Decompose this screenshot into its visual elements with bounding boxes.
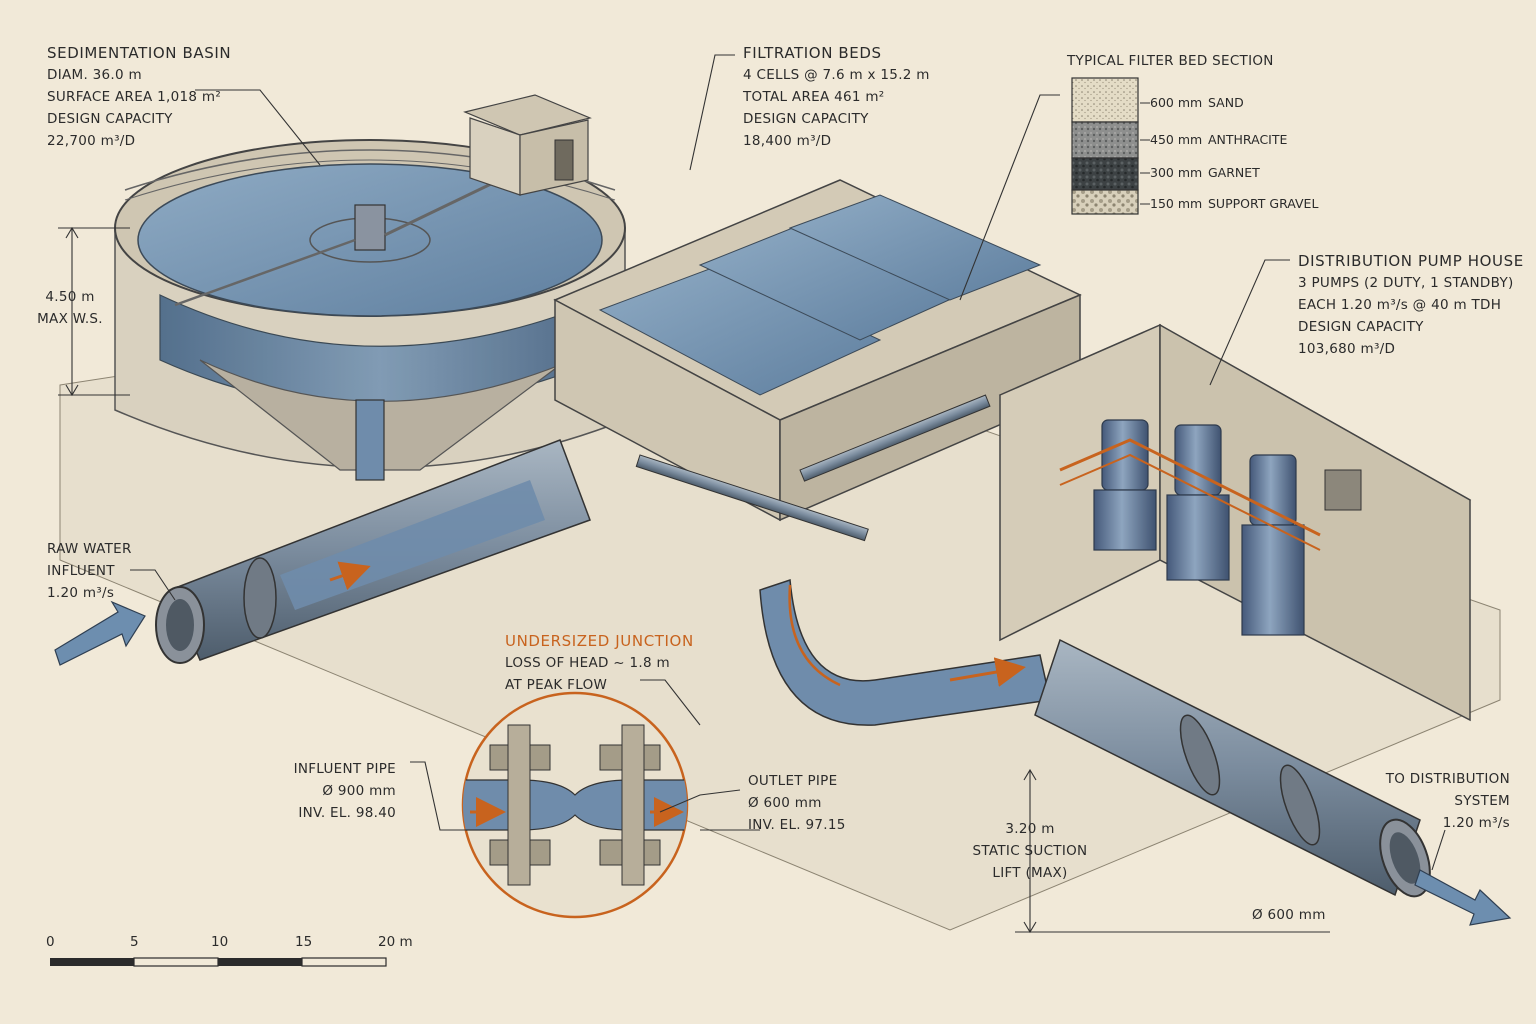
scale-tick-5: 5 [130,934,139,950]
distribution-label: TO DISTRIBUTION SYSTEM 1.20 m³/s [1340,768,1510,834]
outlet-diameter-label: Ø 600 mm [1252,907,1326,923]
pump-2 [1166,424,1230,581]
pump-house [998,323,1472,722]
pump-house-capacity-value: 103,680 m³/D [1298,341,1396,357]
influent-pipe-diameter: Ø 900 mm [322,783,396,799]
outlet-pipe-title: OUTLET PIPE [748,773,838,789]
filter-layer-gravel: 150 mm SUPPORT GRAVEL [1150,196,1318,211]
pump-house-pumps: 3 PUMPS (2 DUTY, 1 STANDBY) [1298,275,1514,291]
suction-height: 3.20 m [1005,821,1055,837]
influent-pipe-title: INFLUENT PIPE [293,761,396,777]
suction-label: 3.20 m STATIC SUCTION LIFT (MAX) [960,818,1100,884]
raw-water-flow: 1.20 m³/s [47,585,115,601]
control-hut [463,94,592,196]
outlet-channel [759,578,1051,726]
water-level-depth: 4.50 m [45,289,95,305]
filtration-label: FILTRATION BEDS 4 CELLS @ 7.6 m x 15.2 m… [743,42,930,152]
filtration-area: TOTAL AREA 461 m² [743,89,885,105]
water-level-label: 4.50 m MAX W.S. [20,286,120,330]
raw-water-subtitle: INFLUENT [47,563,115,579]
suction-title: STATIC SUCTION [972,843,1088,859]
filtration-title: FILTRATION BEDS [743,44,882,62]
discharge-pipe [1034,638,1512,926]
raw-water-title: RAW WATER [47,541,132,557]
distribution-flow: 1.20 m³/s [1442,815,1510,831]
discharge-flow-arrow [1414,869,1512,926]
junction-title: UNDERSIZED JUNCTION [505,632,694,650]
filter-layer-sand-thickness: 600 mm [1150,95,1203,110]
dimension-lines [58,226,1330,934]
pump-house-label: DISTRIBUTION PUMP HOUSE 3 PUMPS (2 DUTY,… [1298,250,1524,360]
scale-tick-10: 10 [211,934,229,950]
filter-layer-anthracite-thickness: 450 mm [1150,132,1203,147]
influent-pipe-invert: INV. EL. 98.40 [298,805,396,821]
scale-tick-0: 0 [46,934,55,950]
sedimentation-basin [114,139,626,481]
influent-pipe-label: INFLUENT PIPE Ø 900 mm INV. EL. 98.40 [258,758,396,824]
pump-house-title: DISTRIBUTION PUMP HOUSE [1298,252,1524,270]
outlet-pipe-label: OUTLET PIPE Ø 600 mm INV. EL. 97.15 [748,770,846,836]
filtration-capacity-label: DESIGN CAPACITY [743,111,869,127]
sedimentation-capacity-label: DESIGN CAPACITY [47,111,173,127]
influent-flow-arrow [54,600,146,666]
filter-section-swatches [1071,77,1150,215]
sedimentation-area: SURFACE AREA 1,018 m² [47,89,222,105]
filter-layer-anthracite: 450 mm ANTHRACITE [1150,132,1287,147]
filtration-capacity-value: 18,400 m³/D [743,133,832,149]
junction-detail [461,691,689,919]
suction-note: LIFT (MAX) [992,865,1068,881]
filter-layer-garnet-material: GARNET [1208,165,1260,180]
filtration-beds [553,179,1082,542]
junction-headloss: LOSS OF HEAD ~ 1.8 m [505,655,670,671]
filter-layer-anthracite-material: ANTHRACITE [1208,132,1288,147]
leader-lines [130,54,1446,871]
filter-layer-gravel-thickness: 150 mm [1150,196,1203,211]
distribution-subtitle: SYSTEM [1454,793,1510,809]
raw-water-label: RAW WATER INFLUENT 1.20 m³/s [47,538,132,604]
pump-house-rating: EACH 1.20 m³/s @ 40 m TDH [1298,297,1502,313]
filter-layer-garnet-thickness: 300 mm [1150,165,1203,180]
filter-layer-sand-material: SAND [1208,95,1244,110]
sedimentation-label: SEDIMENTATION BASIN DIAM. 36.0 m SURFACE… [47,42,231,152]
outlet-pipe-invert: INV. EL. 97.15 [748,817,846,833]
pump-house-capacity-label: DESIGN CAPACITY [1298,319,1424,335]
filter-layer-garnet: 300 mm GARNET [1150,165,1260,180]
pump-1 [1093,419,1157,551]
sedimentation-capacity-value: 22,700 m³/D [47,133,136,149]
outlet-pipe-diameter: Ø 600 mm [748,795,822,811]
scale-tick-20: 20 m [378,934,413,950]
junction-label: UNDERSIZED JUNCTION LOSS OF HEAD ~ 1.8 m… [505,630,694,696]
pump-3 [1241,454,1305,636]
filter-section-title: TYPICAL FILTER BED SECTION [1067,53,1274,69]
scale-tick-15: 15 [295,934,313,950]
sedimentation-diameter: DIAM. 36.0 m [47,67,142,83]
scale-bar [50,957,387,967]
influent-pipe [54,439,591,666]
sedimentation-title: SEDIMENTATION BASIN [47,44,232,62]
filtration-cells: 4 CELLS @ 7.6 m x 15.2 m [743,67,930,83]
filter-layer-gravel-material: SUPPORT GRAVEL [1208,196,1319,211]
water-level-note: MAX W.S. [37,311,103,327]
distribution-title: TO DISTRIBUTION [1385,771,1510,787]
filter-layer-sand: 600 mm SAND [1150,95,1244,110]
junction-peak: AT PEAK FLOW [505,677,608,693]
